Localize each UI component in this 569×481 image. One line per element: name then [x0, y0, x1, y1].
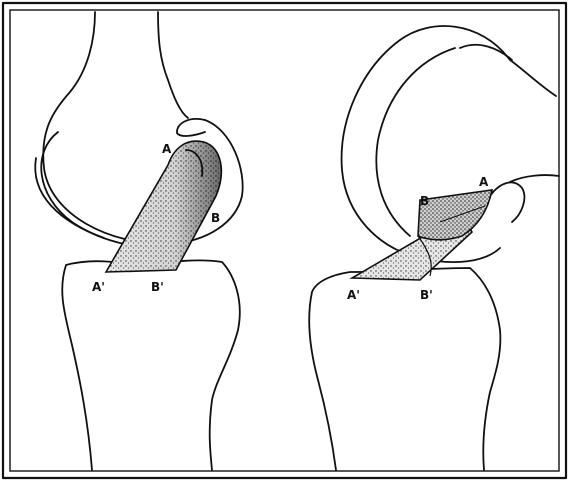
left-label-a-prime: A': [92, 280, 105, 294]
right-label-b: B: [420, 194, 429, 208]
right-label-a-prime: A': [347, 288, 360, 302]
left-label-b-prime: B': [151, 280, 164, 294]
right-label-b-prime: B': [420, 288, 433, 302]
left-knee-diagram: A B A' B': [35, 12, 242, 470]
left-femur-shaft-right: [158, 12, 188, 118]
outer-border: [3, 3, 566, 478]
right-knee-diagram: A B A' B': [309, 26, 559, 470]
right-tibia-outline: [309, 268, 500, 470]
right-label-a: A: [479, 175, 489, 189]
right-patella: [490, 182, 524, 222]
left-condyle-inner-arc: [35, 158, 104, 238]
right-patellar-tendon: [510, 175, 559, 182]
left-label-b: B: [211, 211, 220, 225]
inner-border: [10, 10, 559, 471]
left-label-a: A: [162, 142, 172, 156]
